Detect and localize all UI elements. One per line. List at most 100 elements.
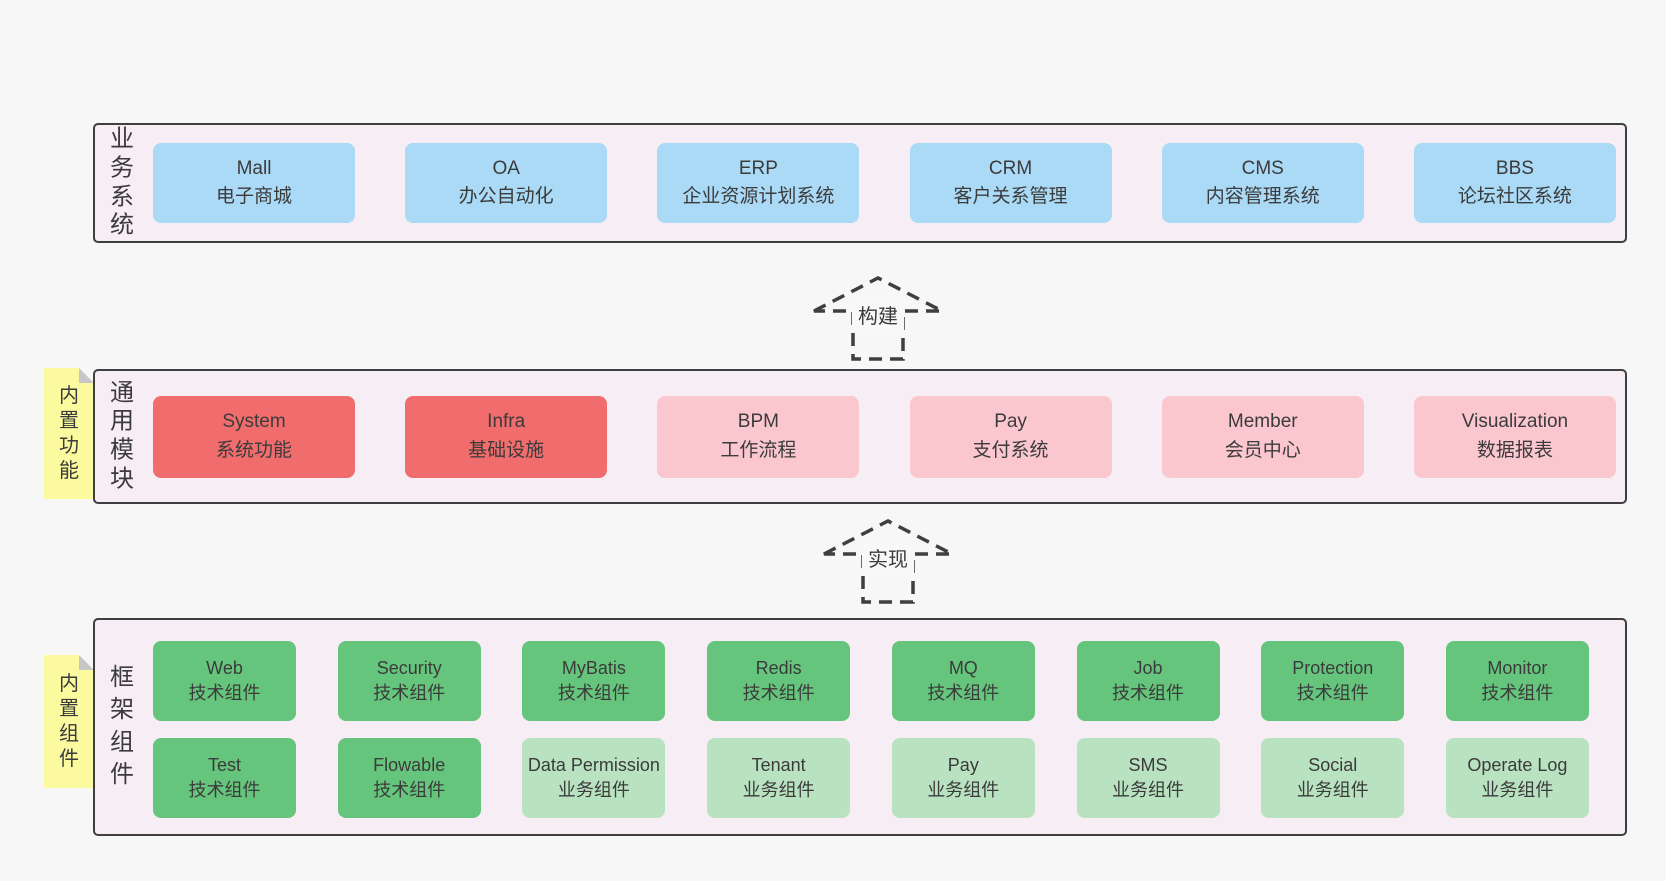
box-title: Visualization (1461, 411, 1569, 432)
box-mq: MQ 技术组件 (891, 641, 1035, 721)
box-web: Web 技术组件 (153, 641, 296, 721)
component-row-1: Web 技术组件 Security 技术组件 MyBatis 技术组件 Redi… (153, 641, 1589, 721)
box-subtitle: 支付系统 (972, 439, 1049, 461)
dashed-up-arrow-icon: 实现 (823, 519, 953, 604)
box-title: Operate Log (1467, 755, 1568, 776)
box-title: MyBatis (561, 658, 626, 679)
box-subtitle: 技术组件 (188, 780, 261, 800)
box-subtitle: 技术组件 (373, 780, 446, 800)
box-title: Social (1308, 755, 1358, 776)
box-subtitle: 技术组件 (557, 683, 630, 703)
box-title: Flowable (373, 755, 446, 776)
box-data-permission: Data Permission 业务组件 (522, 738, 666, 818)
box-cms: CMS 内容管理系统 (1161, 143, 1364, 223)
box-title: Test (207, 755, 241, 776)
layer-label: 框架组件 (110, 664, 134, 789)
box-title: BPM (737, 411, 779, 432)
box-subtitle: 论坛社区系统 (1457, 186, 1572, 207)
box-subtitle: 业务组件 (927, 780, 1000, 800)
dashed-up-arrow-icon: 构建 (813, 276, 943, 361)
box-operate-log: Operate Log 业务组件 (1445, 738, 1589, 818)
box-title: Pay (994, 411, 1027, 432)
module-boxes-row: System 系统功能 Infra 基础设施 BPM 工作流程 Pay 支付系统… (153, 371, 1616, 502)
box-bpm: BPM 工作流程 (657, 395, 860, 478)
box-subtitle: 数据报表 (1476, 439, 1553, 461)
box-subtitle: 技术组件 (373, 683, 446, 703)
box-subtitle: 技术组件 (1112, 683, 1185, 703)
box-crm: CRM 客户关系管理 (909, 143, 1112, 223)
layer-framework-components: 框架组件 Web 技术组件 Security 技术组件 MyBatis 技术组件… (93, 618, 1627, 836)
box-title: ERP (738, 157, 778, 179)
business-boxes-row: Mall 电子商城 OA 办公自动化 ERP 企业资源计划系统 CRM 客户关系… (153, 125, 1616, 241)
box-bbs: BBS 论坛社区系统 (1413, 143, 1616, 223)
box-subtitle: 业务组件 (1481, 780, 1554, 800)
component-rows: Web 技术组件 Security 技术组件 MyBatis 技术组件 Redi… (153, 641, 1589, 818)
box-title: Protection (1292, 658, 1374, 679)
arrow-up-build: 构建 (812, 274, 944, 362)
box-mybatis: MyBatis 技术组件 (522, 641, 666, 721)
box-redis: Redis 技术组件 (707, 641, 851, 721)
box-subtitle: 技术组件 (1296, 683, 1369, 703)
box-title: OA (492, 157, 520, 179)
arrow-label: 构建 (858, 305, 898, 328)
box-title: Redis (755, 658, 802, 679)
box-system: System 系统功能 (153, 395, 355, 478)
box-sms: SMS 业务组件 (1076, 738, 1220, 818)
box-title: SMS (1128, 755, 1168, 776)
box-test: Test 技术组件 (153, 738, 296, 818)
box-title: CMS (1241, 157, 1284, 179)
box-flowable: Flowable 技术组件 (337, 738, 481, 818)
box-protection: Protection 技术组件 (1261, 641, 1405, 721)
arrow-up-implement: 实现 (822, 517, 954, 605)
box-subtitle: 工作流程 (720, 439, 797, 461)
box-monitor: Monitor 技术组件 (1445, 641, 1589, 721)
sticky-note-label: 内置组件 (59, 672, 79, 770)
sticky-note-builtin-features: 内置功能 (44, 368, 94, 499)
component-row-2: Test 技术组件 Flowable 技术组件 Data Permission … (153, 738, 1589, 818)
box-subtitle: 业务组件 (557, 780, 630, 800)
box-pay-component: Pay 业务组件 (891, 738, 1035, 818)
box-title: Mall (236, 157, 272, 179)
box-erp: ERP 企业资源计划系统 (657, 143, 860, 223)
box-security: Security 技术组件 (337, 641, 481, 721)
box-title: MQ (948, 658, 978, 679)
box-oa: OA 办公自动化 (405, 143, 608, 223)
box-visualization: Visualization 数据报表 (1413, 395, 1616, 478)
box-subtitle: 系统功能 (215, 439, 292, 461)
box-subtitle: 技术组件 (927, 683, 1000, 703)
box-subtitle: 内容管理系统 (1205, 186, 1320, 207)
layer-label: 业务系统 (110, 125, 134, 239)
box-infra: Infra 基础设施 (405, 395, 608, 478)
box-title: BBS (1495, 157, 1534, 179)
box-title: Member (1227, 411, 1298, 432)
box-subtitle: 企业资源计划系统 (682, 186, 835, 207)
box-subtitle: 客户关系管理 (953, 186, 1068, 207)
box-title: Security (376, 658, 442, 679)
box-subtitle: 业务组件 (742, 780, 815, 800)
box-member: Member 会员中心 (1161, 395, 1364, 478)
box-social: Social 业务组件 (1261, 738, 1405, 818)
box-title: Monitor (1487, 658, 1548, 679)
box-mall: Mall 电子商城 (153, 143, 355, 223)
box-pay-system: Pay 支付系统 (909, 395, 1112, 478)
box-tenant: Tenant 业务组件 (707, 738, 851, 818)
box-title: Data Permission (527, 755, 660, 776)
box-title: Web (206, 658, 243, 679)
box-subtitle: 技术组件 (188, 683, 261, 703)
box-subtitle: 基础设施 (468, 439, 545, 461)
box-subtitle: 电子商城 (215, 186, 292, 207)
box-job: Job 技术组件 (1076, 641, 1220, 721)
box-subtitle: 技术组件 (742, 683, 815, 703)
layer-label: 通用模块 (110, 378, 134, 493)
box-title: Tenant (751, 755, 806, 776)
box-title: CRM (988, 157, 1033, 179)
layer-common-modules: 通用模块 System 系统功能 Infra 基础设施 BPM 工作流程 Pay… (93, 369, 1627, 504)
note-fold-corner (79, 655, 94, 670)
box-title: System (222, 411, 286, 432)
box-title: Job (1133, 658, 1163, 679)
box-subtitle: 会员中心 (1224, 439, 1301, 461)
arrow-label: 实现 (868, 548, 908, 571)
box-subtitle: 业务组件 (1112, 780, 1185, 800)
box-title: Pay (947, 755, 979, 776)
layer-business-systems: 业务系统 Mall 电子商城 OA 办公自动化 ERP 企业资源计划系统 CRM… (93, 123, 1627, 243)
